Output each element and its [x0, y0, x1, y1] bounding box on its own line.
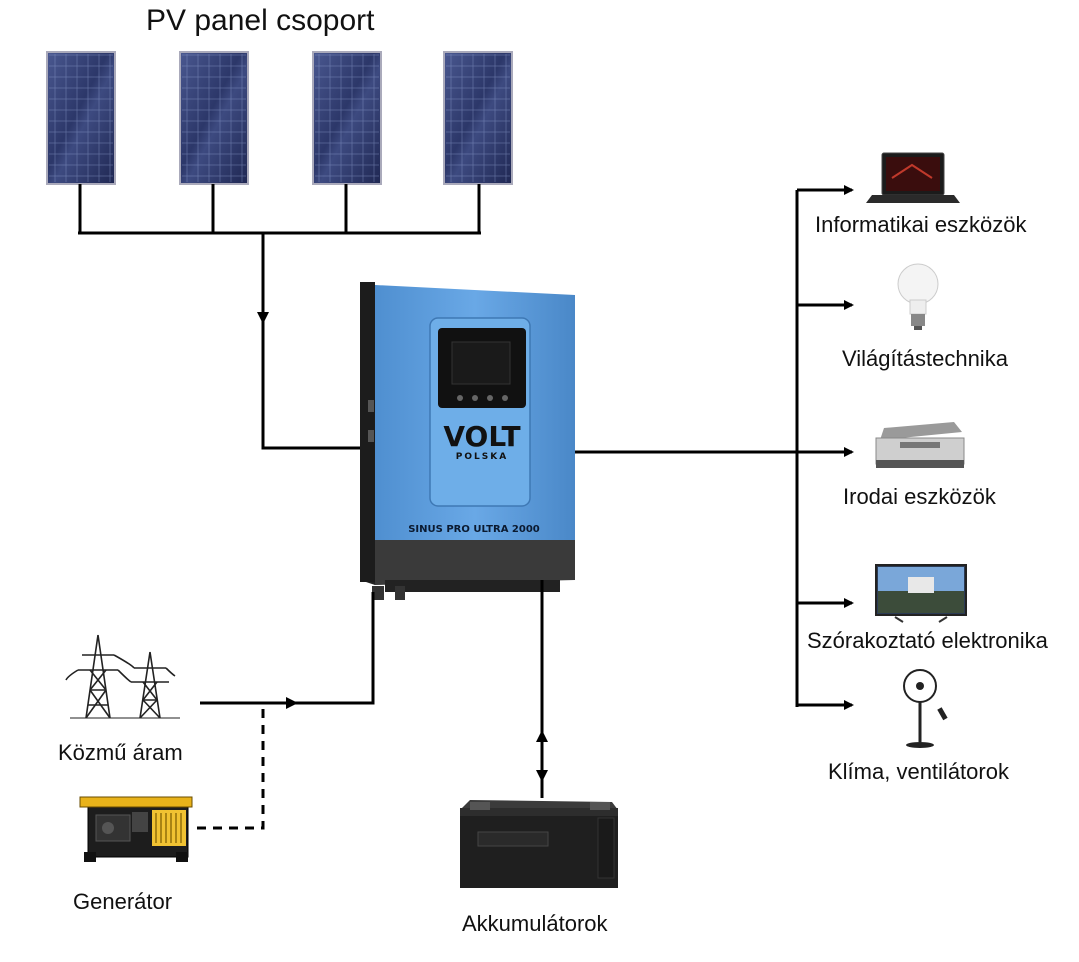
- inverter-brand: VOLT: [443, 420, 520, 453]
- battery-icon: [460, 800, 618, 888]
- printer-icon: [875, 422, 965, 468]
- pv-panel-1-icon: [46, 51, 116, 185]
- battery-label: Akkumulátorok: [462, 911, 608, 936]
- load-label-climate: Klíma, ventilátorok: [828, 759, 1009, 784]
- load-label-office: Irodai eszközök: [843, 484, 996, 509]
- fan-icon: [903, 669, 948, 748]
- light-bulb-icon: [897, 263, 939, 330]
- tv-icon: [875, 564, 967, 623]
- generator-label: Generátor: [73, 889, 173, 914]
- power-pylon-icon: [65, 634, 180, 719]
- load-label-entertainment: Szórakoztató elektronika: [807, 628, 1048, 653]
- load-wiring: [575, 185, 854, 710]
- load-label-it: Informatikai eszközök: [815, 212, 1027, 237]
- inverter-model: SINUS PRO ULTRA 2000: [408, 524, 540, 535]
- pv-panel-2-icon: [179, 51, 249, 185]
- grid-label: Közmű áram: [58, 740, 183, 765]
- load-label-lighting: Világítástechnika: [842, 346, 1008, 371]
- laptop-icon: [866, 152, 960, 203]
- battery-arrow-up-icon: [536, 730, 548, 742]
- generator-icon: [79, 796, 193, 862]
- inverter-brand-sub: POLSKA: [456, 452, 508, 462]
- battery-arrow-down-icon: [536, 770, 548, 782]
- grid-arrow-icon: [286, 697, 298, 709]
- pv-panel-4-icon: [443, 51, 513, 185]
- inverter-icon: [360, 282, 575, 600]
- pv-wiring: [78, 184, 481, 450]
- input-wiring: [197, 592, 375, 830]
- pv-panel-3-icon: [312, 51, 382, 185]
- pv-arrow-icon: [257, 312, 269, 324]
- diagram-title: PV panel csoport: [146, 4, 375, 37]
